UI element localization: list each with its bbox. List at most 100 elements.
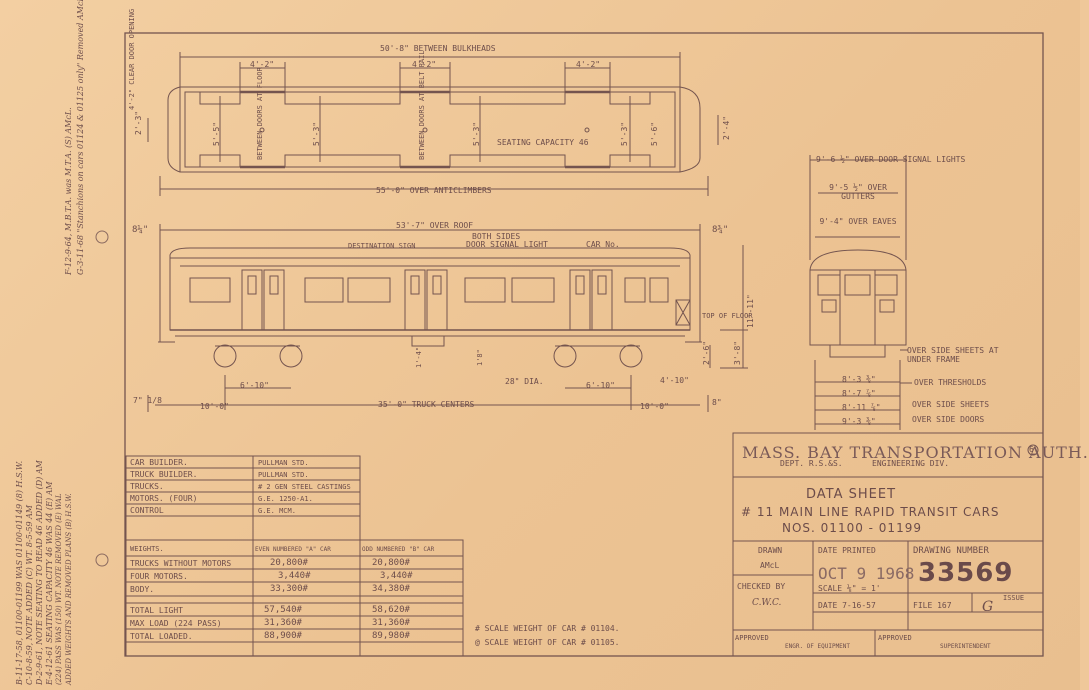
plan-width-4: 5'-3" bbox=[620, 121, 629, 146]
top-of-floor-label: TOP OF FLOOR bbox=[702, 312, 753, 320]
date-printed-label: DATE PRINTED bbox=[818, 546, 876, 555]
over-roof-dim: 53'-7" OVER ROOF bbox=[396, 221, 474, 230]
circle-mark: 6 bbox=[1029, 445, 1034, 454]
end-dim-4: 9'-3 ⅜" bbox=[842, 417, 876, 426]
plan-width-5: 5'-6" bbox=[650, 121, 659, 146]
spec-value: # 2 GEN STEEL CASTINGS bbox=[258, 483, 351, 491]
center-dim: 1'-4" bbox=[415, 346, 423, 368]
drawn-label: DRAWN bbox=[758, 546, 783, 555]
plan-width-1: 5'-5" bbox=[212, 121, 221, 146]
drawing-number: 33569 bbox=[918, 558, 1014, 588]
revision-b2: ADDED WEIGHTS AND REMOVED PLANS (B) H.S.… bbox=[65, 493, 73, 685]
total-label: TOTAL LOADED. bbox=[130, 632, 193, 641]
weight-a: 20,800# bbox=[270, 558, 308, 568]
division-label: ENGINEERING DIV. bbox=[872, 459, 950, 468]
revision-f: F-12-9-64, M.B.T.A. was M.T.A. (S) AMcL. bbox=[64, 107, 73, 275]
spec-value: PULLMAN STD. bbox=[258, 471, 309, 479]
truck-centers-dim: 35'-0" TRUCK CENTERS bbox=[378, 400, 475, 409]
end-dim-1: 8'-3 ⅜" bbox=[842, 375, 876, 384]
over-side-doors: OVER SIDE DOORS bbox=[912, 415, 985, 424]
title-block-lines bbox=[732, 432, 1044, 657]
over-anticlimbers-dim: 55'-0" OVER ANTICLIMBERS bbox=[376, 186, 492, 195]
weights-header-b: ODD NUMBERED "B" CAR bbox=[362, 546, 435, 553]
total-a: 88,900# bbox=[264, 631, 302, 641]
approved-label-2: APPROVED bbox=[878, 634, 912, 642]
over-gutters: 9'-5 ½" OVER GUTTERS bbox=[829, 183, 887, 201]
scale-label: SCALE ⅛" = 1' bbox=[818, 584, 881, 593]
issue-label: ISSUE bbox=[1003, 594, 1025, 602]
weight-a: 3,440# bbox=[278, 571, 311, 581]
approved-engr: ENGR. OF EQUIPMENT bbox=[785, 643, 851, 650]
total-b: 89,980# bbox=[372, 631, 410, 641]
plan-width-3: 5'-3" bbox=[472, 121, 481, 146]
file-label: FILE 167 bbox=[913, 601, 952, 610]
weight-label: FOUR MOTORS. bbox=[130, 572, 188, 581]
between-doors-floor: BETWEEN DOORS AT FLOOR bbox=[256, 67, 264, 160]
plan-view bbox=[147, 52, 719, 196]
plan-end-right: 2'-4" bbox=[722, 115, 731, 140]
checked-label: CHECKED BY bbox=[737, 582, 786, 591]
note-scale-b: @ SCALE WEIGHT OF CAR # 01105. bbox=[475, 638, 620, 647]
spec-value: PULLMAN STD. bbox=[258, 459, 309, 467]
car-numbers: NOS. 01100 - 01199 bbox=[782, 521, 922, 535]
spec-table-lines bbox=[125, 455, 464, 657]
total-label: MAX LOAD (224 PASS) bbox=[130, 619, 222, 628]
over-door-signal-lights: 9'-6 ½" OVER DOOR SIGNAL LIGHTS bbox=[816, 155, 966, 164]
revision-b: B-11-17-58, 01100-01199 WAS 01100-01149 … bbox=[15, 460, 24, 685]
total-label: TOTAL LIGHT bbox=[130, 606, 183, 615]
destination-sign-label: DESTINATION SIGN bbox=[348, 242, 416, 250]
weight-b: 34,380# bbox=[372, 584, 410, 594]
door-signal-light-label: DOOR SIGNAL LIGHT bbox=[466, 240, 548, 249]
sheet-subtitle: # 11 MAIN LINE RAPID TRANSIT CARS bbox=[741, 505, 1000, 519]
approved-superintendent: SUPERINTENDENT bbox=[940, 643, 991, 650]
over-side-sheets: OVER SIDE SHEETS bbox=[912, 400, 990, 409]
plan-width-2: 5'-3" bbox=[312, 121, 321, 146]
revision-e: E-4-12-61 SEATING CAPACITY 46 WAS 44 (E)… bbox=[45, 481, 54, 685]
end-view bbox=[809, 155, 912, 430]
weight-label: BODY. bbox=[130, 585, 155, 594]
spec-value: G.E. MCM. bbox=[258, 507, 296, 515]
floor-height-dim: 3'-8" bbox=[733, 340, 742, 365]
total-a: 57,540# bbox=[264, 605, 302, 615]
weights-header-a: EVEN NUMBERED "A" CAR bbox=[255, 546, 331, 553]
spec-value: G.E. 1250-A1. bbox=[258, 495, 313, 503]
date-label: DATE 7-16-57 bbox=[818, 601, 876, 610]
spec-label: MOTORS. (FOUR) bbox=[130, 494, 198, 503]
side-bottom-left: 7" 1/8 bbox=[133, 396, 162, 405]
end-dim-3: 8'-11 ⅞" bbox=[842, 403, 881, 412]
mid-dim: 1'8" bbox=[476, 349, 484, 366]
clear-door-opening: 4'-2" CLEAR DOOR OPENING bbox=[128, 8, 136, 110]
drawn-by: AMcL bbox=[760, 561, 780, 570]
total-b: 58,620# bbox=[372, 605, 410, 615]
spec-label: TRUCKS. bbox=[130, 482, 164, 491]
over-thresholds: OVER THRESHOLDS bbox=[914, 378, 987, 387]
weight-b: 3,440# bbox=[380, 571, 413, 581]
truck-wheelbase-1: 6'-10" bbox=[240, 381, 269, 390]
overhang-right: 10'-0" bbox=[640, 402, 669, 411]
door-spacing-1: 4'-2" bbox=[250, 60, 275, 69]
approved-label: APPROVED bbox=[735, 634, 769, 642]
authority-stamp: MASS. BAY TRANSPORTATION AUTH. bbox=[742, 443, 1089, 462]
car-no-label: CAR No. bbox=[586, 240, 620, 249]
over-eaves: 9'-4" OVER EAVES bbox=[819, 217, 897, 226]
checked-by: C.W.C. bbox=[752, 598, 782, 608]
sheet-title: DATA SHEET bbox=[806, 487, 897, 502]
weight-b: 20,800# bbox=[372, 558, 410, 568]
spec-label: CONTROL bbox=[130, 506, 164, 515]
side-view bbox=[147, 224, 748, 412]
total-a: 31,360# bbox=[264, 618, 302, 628]
weight-label: TRUCKS WITHOUT MOTORS bbox=[130, 559, 232, 568]
spec-label: TRUCK BUILDER. bbox=[130, 470, 198, 479]
revision-d: D-2-9-61, NOTE SEATING TO READ 46 ADDED … bbox=[35, 460, 44, 685]
weight-a: 33,300# bbox=[270, 584, 308, 594]
drawing-border bbox=[124, 32, 1044, 657]
total-b: 31,360# bbox=[372, 618, 410, 628]
revision-e2: (224) PASS WAS (150) WT. NOTE REMOVED (E… bbox=[55, 493, 63, 686]
between-doors-belt: BETWEEN DOORS AT BELT RAIL bbox=[418, 50, 426, 160]
end-dim-2: 8'-7 ⅞" bbox=[842, 389, 876, 398]
over-side-sheets-underframe: OVER SIDE SHEETS AT UNDER FRAME bbox=[907, 346, 999, 364]
date-printed: OCT 9 1968 bbox=[818, 564, 915, 583]
step-height-dim: 2'-6" bbox=[702, 340, 711, 365]
